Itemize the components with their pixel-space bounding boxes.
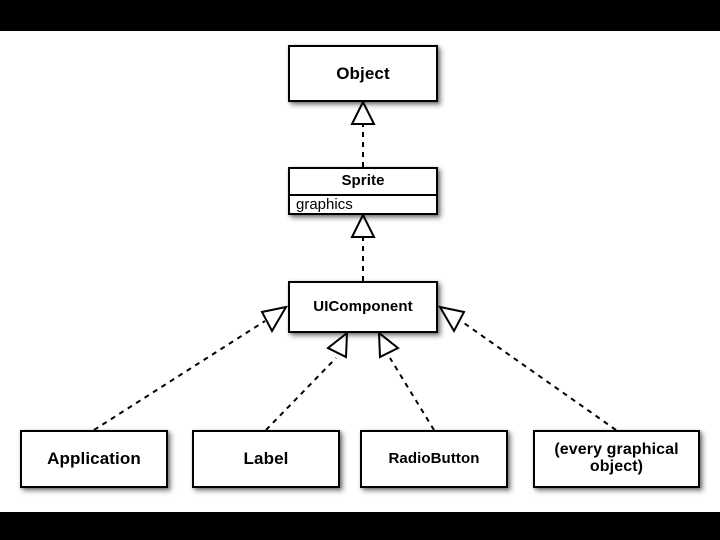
class-name-every-graphical-object: (every graphical object)	[535, 432, 698, 486]
generalization-arrowhead	[260, 305, 288, 334]
class-name-line2: object)	[589, 458, 644, 475]
class-attribute-graphics: graphics	[290, 194, 436, 213]
class-name-sprite: Sprite	[341, 172, 385, 190]
generalization-arrowhead	[350, 99, 376, 125]
class-name-application: Application	[47, 449, 141, 469]
edge-every-graphical-object-to-uicomponent	[438, 305, 617, 431]
class-name-object: Object	[336, 63, 390, 83]
diagram-area: Object Sprite graphics UIComponent Appli…	[0, 31, 720, 512]
class-name-label: Label	[243, 449, 289, 469]
edge-uicomponent-to-sprite	[350, 212, 376, 281]
generalization-arrowhead	[350, 212, 376, 238]
class-box-object[interactable]: Object	[288, 45, 438, 102]
class-box-radiobutton[interactable]: RadioButton	[360, 430, 508, 488]
edge-radiobutton-to-uicomponent	[377, 330, 435, 431]
generalization-arrowhead	[326, 330, 349, 359]
edge-application-to-uicomponent	[93, 305, 288, 431]
class-box-label[interactable]: Label	[192, 430, 340, 488]
generalization-arrowhead	[438, 305, 466, 334]
class-box-application[interactable]: Application	[20, 430, 168, 488]
class-box-sprite[interactable]: Sprite graphics	[288, 167, 438, 215]
class-box-uicomponent[interactable]: UIComponent	[288, 281, 438, 333]
class-name-radiobutton: RadioButton	[388, 449, 480, 467]
class-box-every-graphical-object[interactable]: (every graphical object)	[533, 430, 700, 488]
edge-sprite-to-object	[350, 99, 376, 167]
class-name-line1: (every graphical	[554, 441, 679, 459]
edge-label-to-uicomponent	[265, 330, 349, 431]
generalization-arrowhead	[377, 330, 400, 359]
class-name-uicomponent: UIComponent	[313, 297, 413, 315]
